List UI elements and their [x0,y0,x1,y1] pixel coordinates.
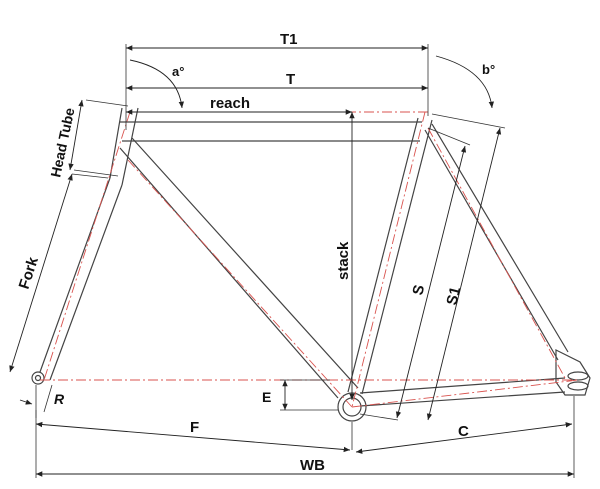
label-reach: reach [210,95,250,112]
label-r: R [54,391,65,407]
label-head-tube: Head Tube [47,106,77,179]
label-e: E [262,389,271,405]
seat-stay [424,123,569,361]
chain-stay [359,377,566,407]
label-f: F [190,419,199,436]
label-stack: stack [335,241,352,280]
fork-dimension [9,173,73,373]
label-s: S [409,283,428,297]
fork-dropout [31,371,45,385]
down-tube [119,137,359,399]
s-dimension [395,145,467,419]
label-t1: T1 [280,31,298,48]
label-b-angle: b° [482,62,495,77]
f-dimension [35,421,351,453]
a-angle-arc [129,59,185,109]
s1-dimension [426,127,502,421]
c-dimension [355,422,573,454]
label-s1: S1 [443,285,464,307]
fork-blades [39,177,123,381]
label-t: T [286,71,295,88]
rear-dropout-slot-lower [567,381,589,391]
head-tube-dimension [68,99,84,171]
rear-dropout-slot [567,371,589,381]
head-tube [109,107,139,186]
label-a-angle: a° [172,64,184,79]
top-tube [120,121,422,142]
rear-dropout [555,349,591,396]
dimension-lines [9,44,575,478]
frame-tubes [31,107,591,422]
label-fork: Fork [16,254,42,291]
label-c: C [458,423,469,440]
b-angle-arc [435,55,495,109]
dimension-labels: T1 T a° b° reach Head Tube Fork stack S … [16,31,496,474]
centerlines [40,111,579,408]
label-wb: WB [300,457,325,474]
seat-tube [347,117,433,395]
